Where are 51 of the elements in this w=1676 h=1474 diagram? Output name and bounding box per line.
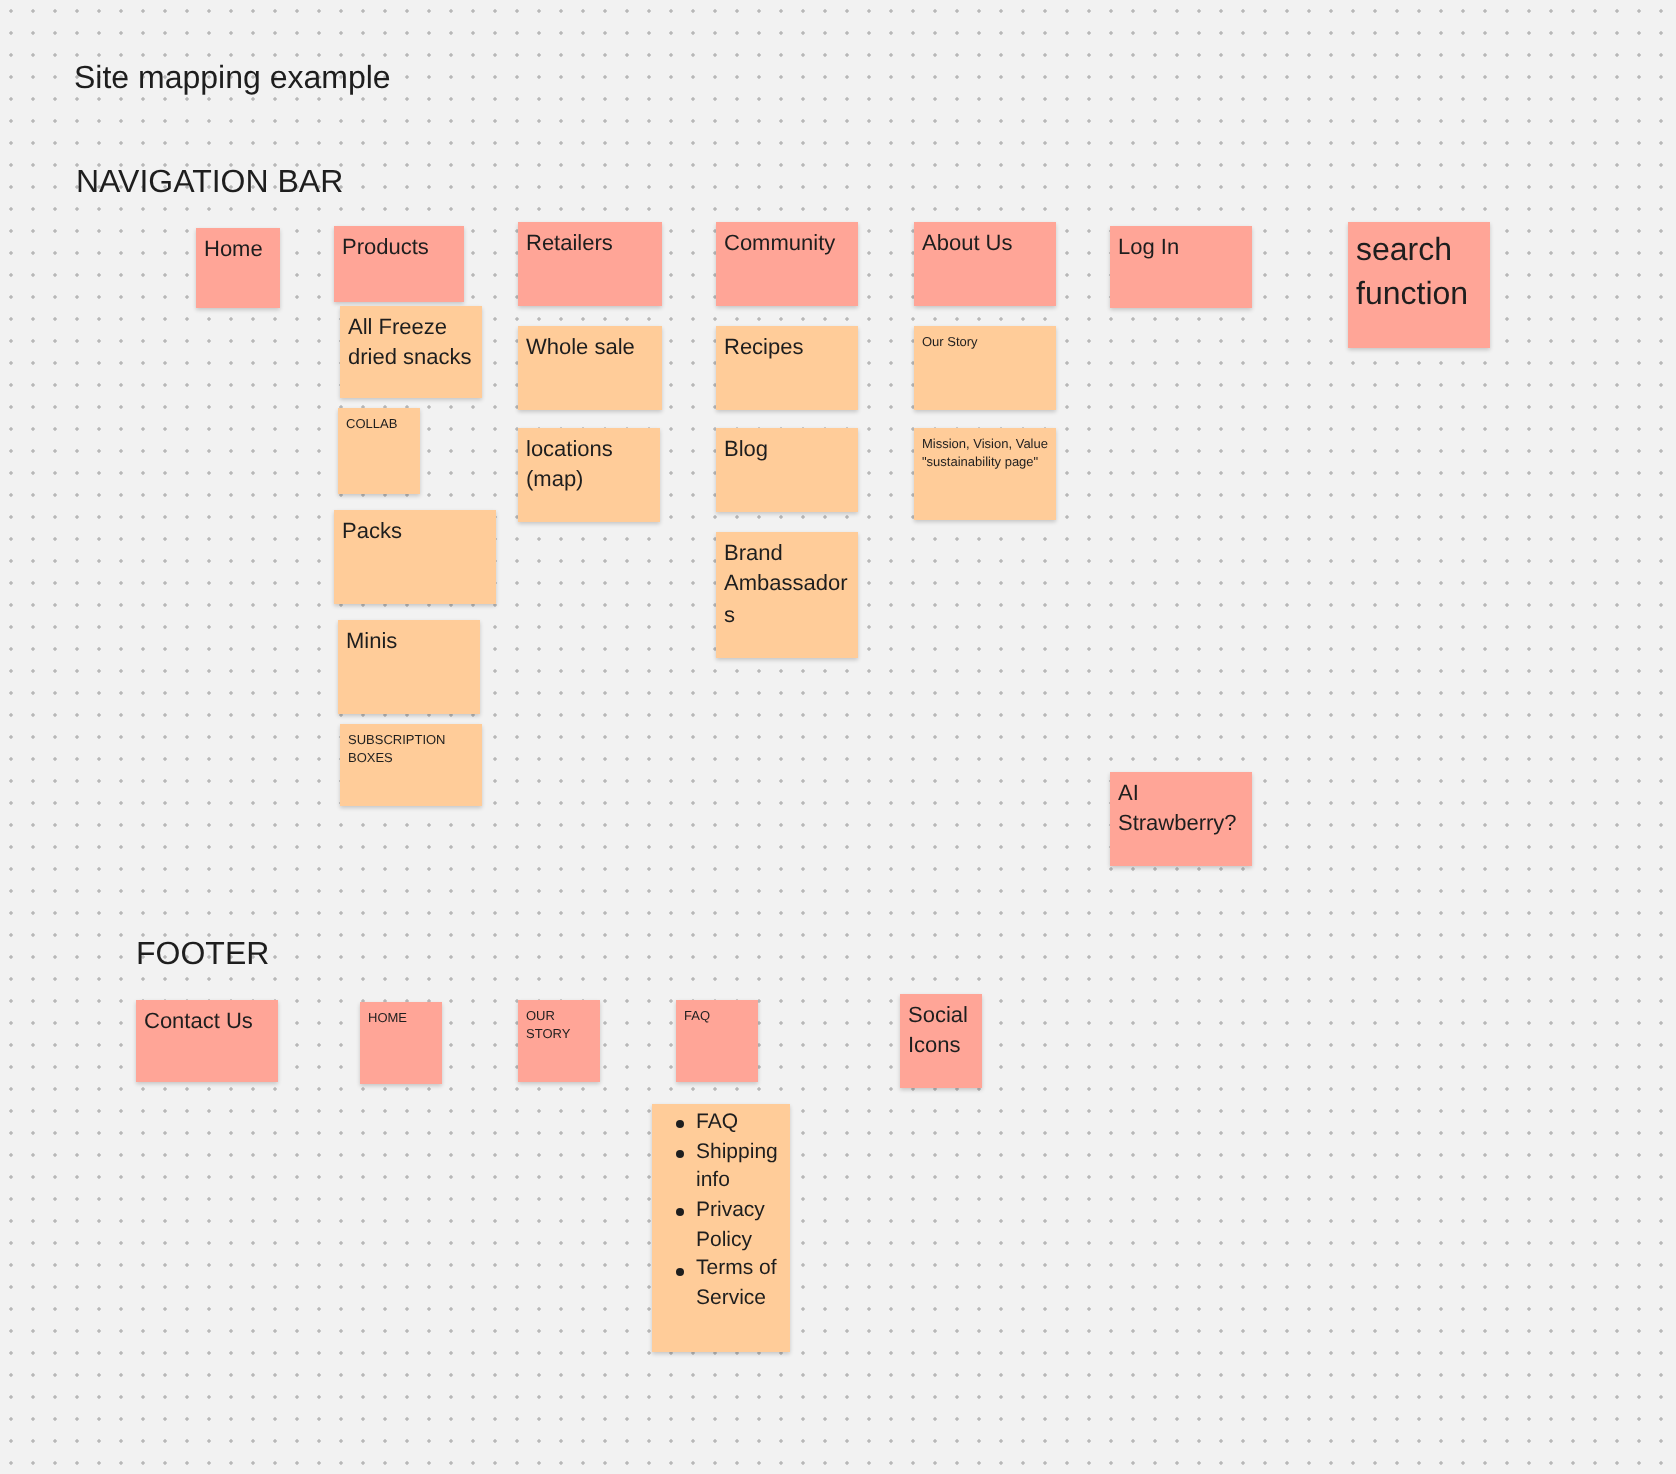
diagram-title: Site mapping example <box>74 62 391 98</box>
note-text: Blog <box>724 436 771 466</box>
sticky-note <box>338 620 480 714</box>
sticky-note <box>676 1000 758 1082</box>
note-text: Products <box>342 234 431 264</box>
note-text: search function <box>1356 232 1471 317</box>
sticky-note <box>338 408 420 494</box>
sticky-note <box>914 428 1056 520</box>
note-text: Minis <box>346 628 400 658</box>
sticky-note <box>334 226 464 302</box>
sticky-note <box>716 428 858 512</box>
note-text: Log In <box>1118 234 1182 264</box>
sticky-note <box>518 1000 600 1082</box>
sticky-note <box>1110 226 1252 308</box>
note-text: Retailers <box>526 230 615 260</box>
section-heading: NAVIGATION BAR <box>76 166 344 202</box>
note-text: Brand Ambassadors <box>724 540 850 632</box>
sticky-note <box>900 994 982 1088</box>
note-text: Contact Us <box>144 1008 255 1038</box>
sticky-note <box>340 306 482 398</box>
sticky-note <box>196 228 280 308</box>
sticky-note <box>652 1104 790 1352</box>
sticky-note <box>518 222 662 306</box>
section-heading: FOOTER <box>136 938 270 974</box>
sticky-note <box>716 326 858 410</box>
note-text: About Us <box>922 230 1015 260</box>
sticky-note <box>914 326 1056 410</box>
sticky-note <box>334 510 496 604</box>
note-text: All Freeze dried snacks <box>348 314 474 375</box>
sticky-note <box>518 326 662 410</box>
sticky-note <box>518 428 660 522</box>
list-item: Shipping info <box>696 1137 780 1197</box>
sticky-note <box>1110 772 1252 866</box>
sticky-note <box>716 532 858 658</box>
sticky-note <box>340 724 482 806</box>
note-text: locations (map) <box>526 436 615 497</box>
sticky-note <box>136 1000 278 1082</box>
note-text: AI Strawberry? <box>1118 780 1239 841</box>
sticky-note <box>1348 222 1490 348</box>
note-text: Whole sale <box>526 334 637 364</box>
list-item: Privacy Policy <box>696 1196 767 1255</box>
note-text: Social Icons <box>908 1002 970 1063</box>
note-text: Home <box>204 236 265 266</box>
list-item: FAQ <box>696 1108 741 1138</box>
list-item: Terms of Service <box>696 1254 779 1314</box>
note-text: Community <box>724 230 838 260</box>
sticky-note <box>360 1002 442 1084</box>
note-text: Packs <box>342 518 404 548</box>
sticky-note <box>914 222 1056 306</box>
note-text: Recipes <box>724 334 806 364</box>
sticky-note <box>716 222 858 306</box>
